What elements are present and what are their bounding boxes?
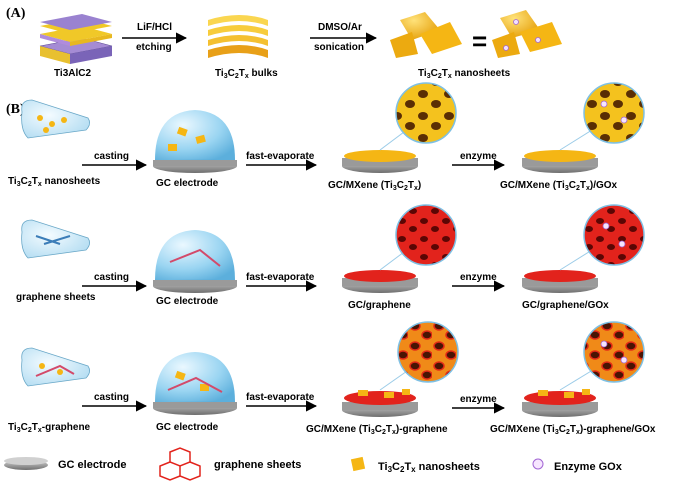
- row-2-evaporate-label: fast-evaporate: [246, 272, 315, 283]
- tube-1-label: Ti3C2Tx nanosheets: [8, 176, 101, 188]
- legend-nanosheet-label: Ti3C2Tx nanosheets: [378, 461, 480, 474]
- mxene-bulk-label: Ti3C2Tx bulks: [215, 68, 278, 80]
- max-phase-label: Ti3AlC2: [54, 68, 91, 79]
- row-2-final-electrode: [522, 204, 645, 293]
- row-3-final-electrode: [522, 321, 645, 417]
- panel-a-label: (A): [6, 6, 26, 21]
- sonication-step-line1: DMSO/Ar: [318, 22, 362, 33]
- row-2-enzyme-label: enzyme: [460, 272, 497, 283]
- row-1-evaporate-label: fast-evaporate: [246, 151, 315, 162]
- row-2-casting-label: casting: [94, 272, 129, 283]
- legend-nanosheet-icon: [350, 456, 366, 472]
- legend-graphene-icon: [159, 447, 201, 481]
- legend: GC electrode graphene sheets Ti3C2Tx nan…: [4, 447, 623, 481]
- mxene-bulk-graphic: [208, 15, 268, 58]
- mxene-nanosheets-label: Ti3C2Tx nanosheets: [418, 68, 511, 80]
- row-1-electrode-label: GC electrode: [156, 178, 219, 189]
- row-1-casting-label: casting: [94, 151, 129, 162]
- row-3-evaporate-label: fast-evaporate: [246, 392, 315, 403]
- legend-graphene-label: graphene sheets: [214, 459, 301, 471]
- row-1-droplet-electrode: [153, 110, 237, 173]
- nanosheets-graphic-2: [492, 10, 562, 58]
- row-3-droplet-electrode: [153, 352, 237, 415]
- row-3-casting-label: casting: [94, 392, 129, 403]
- row-1-film-label: GC/MXene (Ti3C2Tx): [328, 180, 421, 192]
- tube-3-label: Ti3C2Tx-graphene: [8, 422, 91, 434]
- legend-enzyme-icon: [532, 458, 544, 470]
- tube-1-graphic: [21, 99, 90, 139]
- row-3-film-label: GC/MXene (Ti3C2Tx)-graphene: [306, 424, 448, 436]
- row-3-film-electrode: [342, 321, 459, 417]
- etching-step-line2: etching: [136, 42, 172, 53]
- row-3-electrode-label: GC electrode: [156, 422, 219, 433]
- tube-2-graphic: [21, 219, 90, 259]
- row-1-final-label: GC/MXene (Ti3C2Tx)/GOx: [500, 180, 618, 192]
- row-1-final-electrode: [522, 82, 645, 173]
- legend-enzyme-label: Enzyme GOx: [554, 461, 623, 473]
- row-1-mxene: Ti3C2Tx nanosheets casting GC electrode …: [8, 82, 645, 192]
- legend-gc-electrode-label: GC electrode: [58, 459, 126, 471]
- equals-sign: =: [472, 26, 487, 56]
- row-3-composite: Ti3C2Tx-graphene casting GC electrode fa…: [8, 321, 656, 436]
- panel-b-label: (B): [6, 102, 25, 117]
- row-3-final-label: GC/MXene (Ti3C2Tx)-graphene/GOx: [490, 424, 656, 436]
- max-phase-block-graphic: [39, 14, 113, 64]
- row-2-final-label: GC/graphene/GOx: [522, 300, 609, 311]
- sonication-step-line2: sonication: [314, 42, 364, 53]
- row-3-enzyme-label: enzyme: [460, 394, 497, 405]
- tube-3-graphic: [21, 347, 90, 387]
- row-1-film-electrode: [342, 82, 457, 173]
- etching-step-line1: LiF/HCl: [137, 22, 172, 33]
- row-2-film-label: GC/graphene: [348, 300, 411, 311]
- row-1-enzyme-label: enzyme: [460, 151, 497, 162]
- row-2-droplet-electrode: [153, 230, 237, 293]
- nanosheets-graphic-1: [390, 12, 462, 58]
- row-2-electrode-label: GC electrode: [156, 296, 219, 307]
- tube-2-label: graphene sheets: [16, 292, 96, 303]
- row-2-graphene: graphene sheets casting GC electrode fas…: [16, 204, 645, 311]
- row-2-film-electrode: [342, 204, 457, 293]
- legend-gc-electrode-icon: [4, 457, 48, 470]
